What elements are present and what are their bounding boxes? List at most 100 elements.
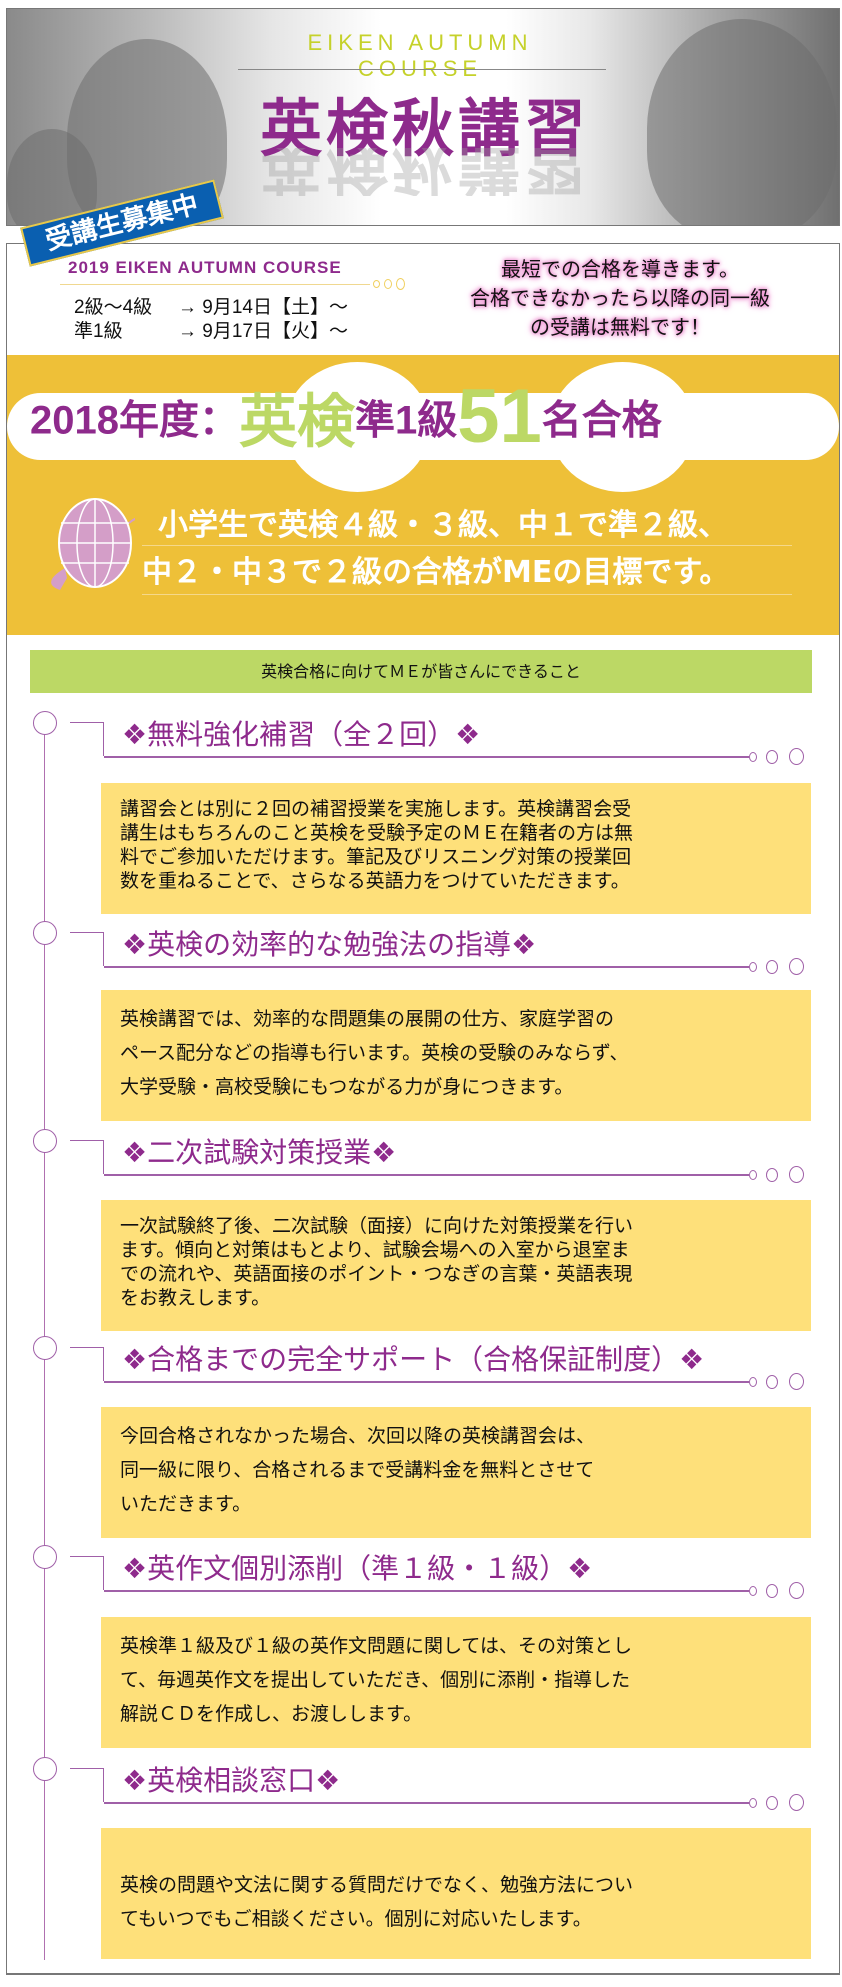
section-body: 講習会とは別に２回の補習授業を実施します。英検講習会受講生はもちろんのこと英検を… — [101, 783, 811, 914]
section-title: ❖合格までの完全サポート（合格保証制度）❖ — [122, 1343, 705, 1376]
body-line: 解説ＣＤを作成し、お渡しします。 — [120, 1703, 423, 1725]
promo-line: の受講は無料です！ — [530, 315, 710, 339]
connector — [70, 1556, 104, 1590]
dot-icon — [789, 958, 804, 975]
divider — [142, 594, 792, 595]
hero-banner — [6, 8, 840, 226]
timeline-node-icon — [33, 1757, 57, 1781]
title-underline — [104, 1174, 749, 1176]
section-title: ❖英検の効率的な勉強法の指導❖ — [122, 928, 537, 961]
title-underline — [104, 1381, 749, 1383]
section-body: 英検の問題や文法に関する質問だけでなく、勉強方法についてもいつでもご相談ください… — [101, 1828, 811, 1959]
section-title: ❖英検相談窓口❖ — [122, 1764, 341, 1797]
body-line: 英検準１級及び１級の英作文問題に関しては、その対策とし — [120, 1635, 633, 1657]
body-line: てもいつでもご相談ください。個別に対応いたします。 — [120, 1908, 592, 1930]
connector — [70, 1347, 104, 1381]
dot-icon — [789, 1373, 804, 1390]
dot-icon — [766, 1375, 778, 1389]
connector — [70, 1768, 104, 1802]
promo-line: 合格できなかったら以降の同一級 — [470, 286, 770, 310]
divider — [238, 69, 606, 70]
hero-subtitle: EIKEN AUTUMN COURSE — [307, 30, 533, 81]
body-line: 講生はもちろんのこと英検を受験予定のＭＥ在籍者の方は無 — [120, 822, 634, 844]
section-title: ❖二次試験対策授業❖ — [122, 1136, 397, 1169]
dot-icon — [749, 1170, 757, 1180]
dot-icon — [396, 278, 405, 290]
section-title: ❖英作文個別添削（準１級・１級）❖ — [122, 1552, 593, 1585]
headline-year: 2018年度： — [30, 398, 239, 443]
title-underline — [104, 1590, 749, 1592]
ribbon-bump — [550, 362, 695, 492]
course-label: 2019 EIKEN AUTUMN COURSE — [68, 258, 342, 277]
dot-icon — [766, 1796, 778, 1810]
headline-count: 51 — [457, 374, 542, 459]
start-date: → 9月14日【土】～ — [178, 297, 348, 318]
dot-icon — [749, 752, 757, 762]
timeline-node-icon — [33, 1129, 57, 1153]
start-date: → 9月17日【火】～ — [178, 321, 348, 342]
content-frame — [6, 243, 840, 1975]
dot-icon — [766, 1584, 778, 1598]
title-underline — [104, 966, 749, 968]
goal-line-2: 中２・中３で２級の合格がMEの目標です。 — [142, 555, 730, 590]
section-banner: 英検合格に向けてＭＥが皆さんにできること — [30, 650, 812, 693]
dot-icon — [766, 1168, 778, 1182]
dot-icon — [766, 750, 778, 764]
headline-suffix: 名合格 — [541, 398, 662, 443]
body-line: 講習会とは別に２回の補習授業を実施します。英検講習会受 — [120, 798, 632, 820]
timeline-node-icon — [33, 711, 57, 735]
student-photo-right — [647, 19, 837, 225]
body-line: いただきます。 — [120, 1493, 252, 1515]
dot-icon — [789, 1582, 804, 1599]
timeline-node-icon — [33, 1336, 57, 1360]
body-line: 英検の問題や文法に関する質問だけでなく、勉強方法につい — [120, 1874, 634, 1896]
connector — [70, 1140, 104, 1174]
body-line: 大学受験・高校受験にもつながる力が身につきます。 — [120, 1076, 574, 1098]
body-line: ペース配分などの指導も行います。英検の受験のみならず、 — [120, 1042, 629, 1064]
dot-icon — [749, 1798, 757, 1808]
body-line: て、毎週英作文を提出していただき、個別に添削・指導した — [120, 1669, 631, 1691]
ribbon-bump — [285, 362, 430, 492]
dot-icon — [384, 279, 392, 289]
goal-line-1: 小学生で英検４級・３級、中１で準２級、 — [158, 508, 728, 543]
section-body: 今回合格されなかった場合、次回以降の英検講習会は、同一級に限り、合格されるまで受… — [101, 1407, 811, 1538]
grade: 2級～4級 — [74, 297, 153, 318]
dot-icon — [766, 960, 778, 974]
body-line: での流れや、英語面接のポイント・つなぎの言葉・英語表現 — [120, 1263, 633, 1285]
headline: 2018年度：英検準1級51名合格 — [30, 373, 662, 460]
dot-icon — [749, 1586, 757, 1596]
dot-icon — [789, 748, 804, 765]
schedule-row: 準1級 → 9月17日【火】～ — [74, 316, 348, 343]
dot-icon — [749, 962, 757, 972]
connector — [70, 722, 104, 756]
timeline-node-icon — [33, 921, 57, 945]
dot-icon — [789, 1794, 804, 1811]
section-body: 英検講習では、効率的な問題集の展開の仕方、家庭学習のペース配分などの指導も行いま… — [101, 990, 811, 1121]
divider — [60, 284, 370, 285]
body-line: 英検講習では、効率的な問題集の展開の仕方、家庭学習の — [120, 1008, 615, 1030]
title-underline — [104, 1802, 749, 1804]
dot-icon — [789, 1166, 804, 1183]
body-line: ます。傾向と対策はもとより、試験会場への入室から退室ま — [120, 1239, 630, 1261]
title-underline — [104, 756, 749, 758]
divider — [142, 545, 792, 546]
section-title: ❖無料強化補習（全２回）❖ — [122, 718, 481, 751]
hero-title: 英検秋講習 — [259, 92, 590, 165]
section-body: 英検準１級及び１級の英作文問題に関しては、その対策として、毎週英作文を提出してい… — [101, 1617, 811, 1748]
headline-grade: 準1級 — [355, 398, 458, 443]
schedule-row: 2級～4級 → 9月14日【土】～ — [74, 292, 348, 319]
body-line: 数を重ねることで、さらなる英語力をつけていただきます。 — [120, 870, 630, 892]
hero-title-reflection: 英検秋講習 — [259, 148, 590, 196]
promo-text: 最短での合格を導きます。 合格できなかったら以降の同一級 の受講は無料です！ — [425, 255, 815, 342]
timeline-node-icon — [33, 1545, 57, 1569]
body-line: をお教えします。 — [120, 1287, 271, 1309]
body-line: 今回合格されなかった場合、次回以降の英検講習会は、 — [120, 1425, 596, 1447]
globe-icon — [51, 498, 135, 590]
headline-eiken: 英検 — [238, 389, 355, 455]
grade: 準1級 — [74, 321, 123, 342]
body-line: 同一級に限り、合格されるまで受講料金を無料とさせて — [120, 1459, 595, 1481]
promo-line: 最短での合格を導きます。 — [501, 257, 739, 281]
connector — [70, 932, 104, 966]
dot-icon — [373, 280, 380, 288]
student-photo-back — [7, 129, 97, 225]
